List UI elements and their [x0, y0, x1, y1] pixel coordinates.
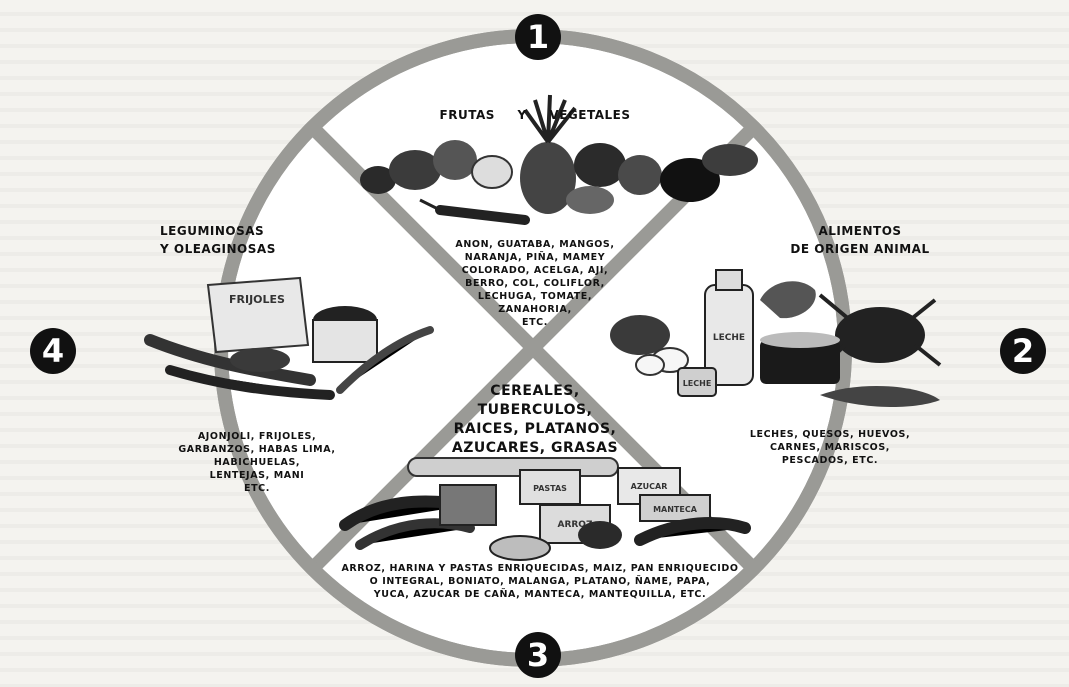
- group-number-2: 2: [1000, 328, 1046, 374]
- group-2-foods: LECHES, QUESOS, HUEVOS, CARNES, MARISCOS…: [700, 428, 960, 467]
- beans-bag-label: FRIJOLES: [229, 293, 285, 306]
- group-4-foods: AJONJOLI, FRIJOLES, GARBANZOS, HABAS LIM…: [152, 430, 362, 495]
- milk-bottle-label: LECHE: [713, 333, 745, 343]
- group-number-1: 1: [515, 14, 561, 60]
- group-1-foods: ANON, GUATABA, MANGOS, NARANJA, PIÑA, MA…: [425, 238, 645, 329]
- group-3-title: CEREALES, TUBERCULOS, RAICES, PLATANOS, …: [420, 382, 650, 458]
- group-number-3: 3: [515, 632, 561, 678]
- can-label: LECHE: [683, 379, 712, 388]
- butter-label: MANTECA: [653, 505, 698, 514]
- sugar-bag-label: AZUCAR: [631, 482, 668, 491]
- group-number-4: 4: [30, 328, 76, 374]
- group-3-foods: ARROZ, HARINA Y PASTAS ENRIQUECIDAS, MAI…: [290, 562, 790, 601]
- pasta-box-label: PASTAS: [533, 484, 567, 493]
- group-2-title: ALIMENTOS DE ORIGEN ANIMAL: [760, 222, 960, 258]
- group-4-title: LEGUMINOSAS Y OLEAGINOSAS: [160, 222, 340, 258]
- group-1-title: FRUTAS Y VEGETALES: [395, 108, 675, 122]
